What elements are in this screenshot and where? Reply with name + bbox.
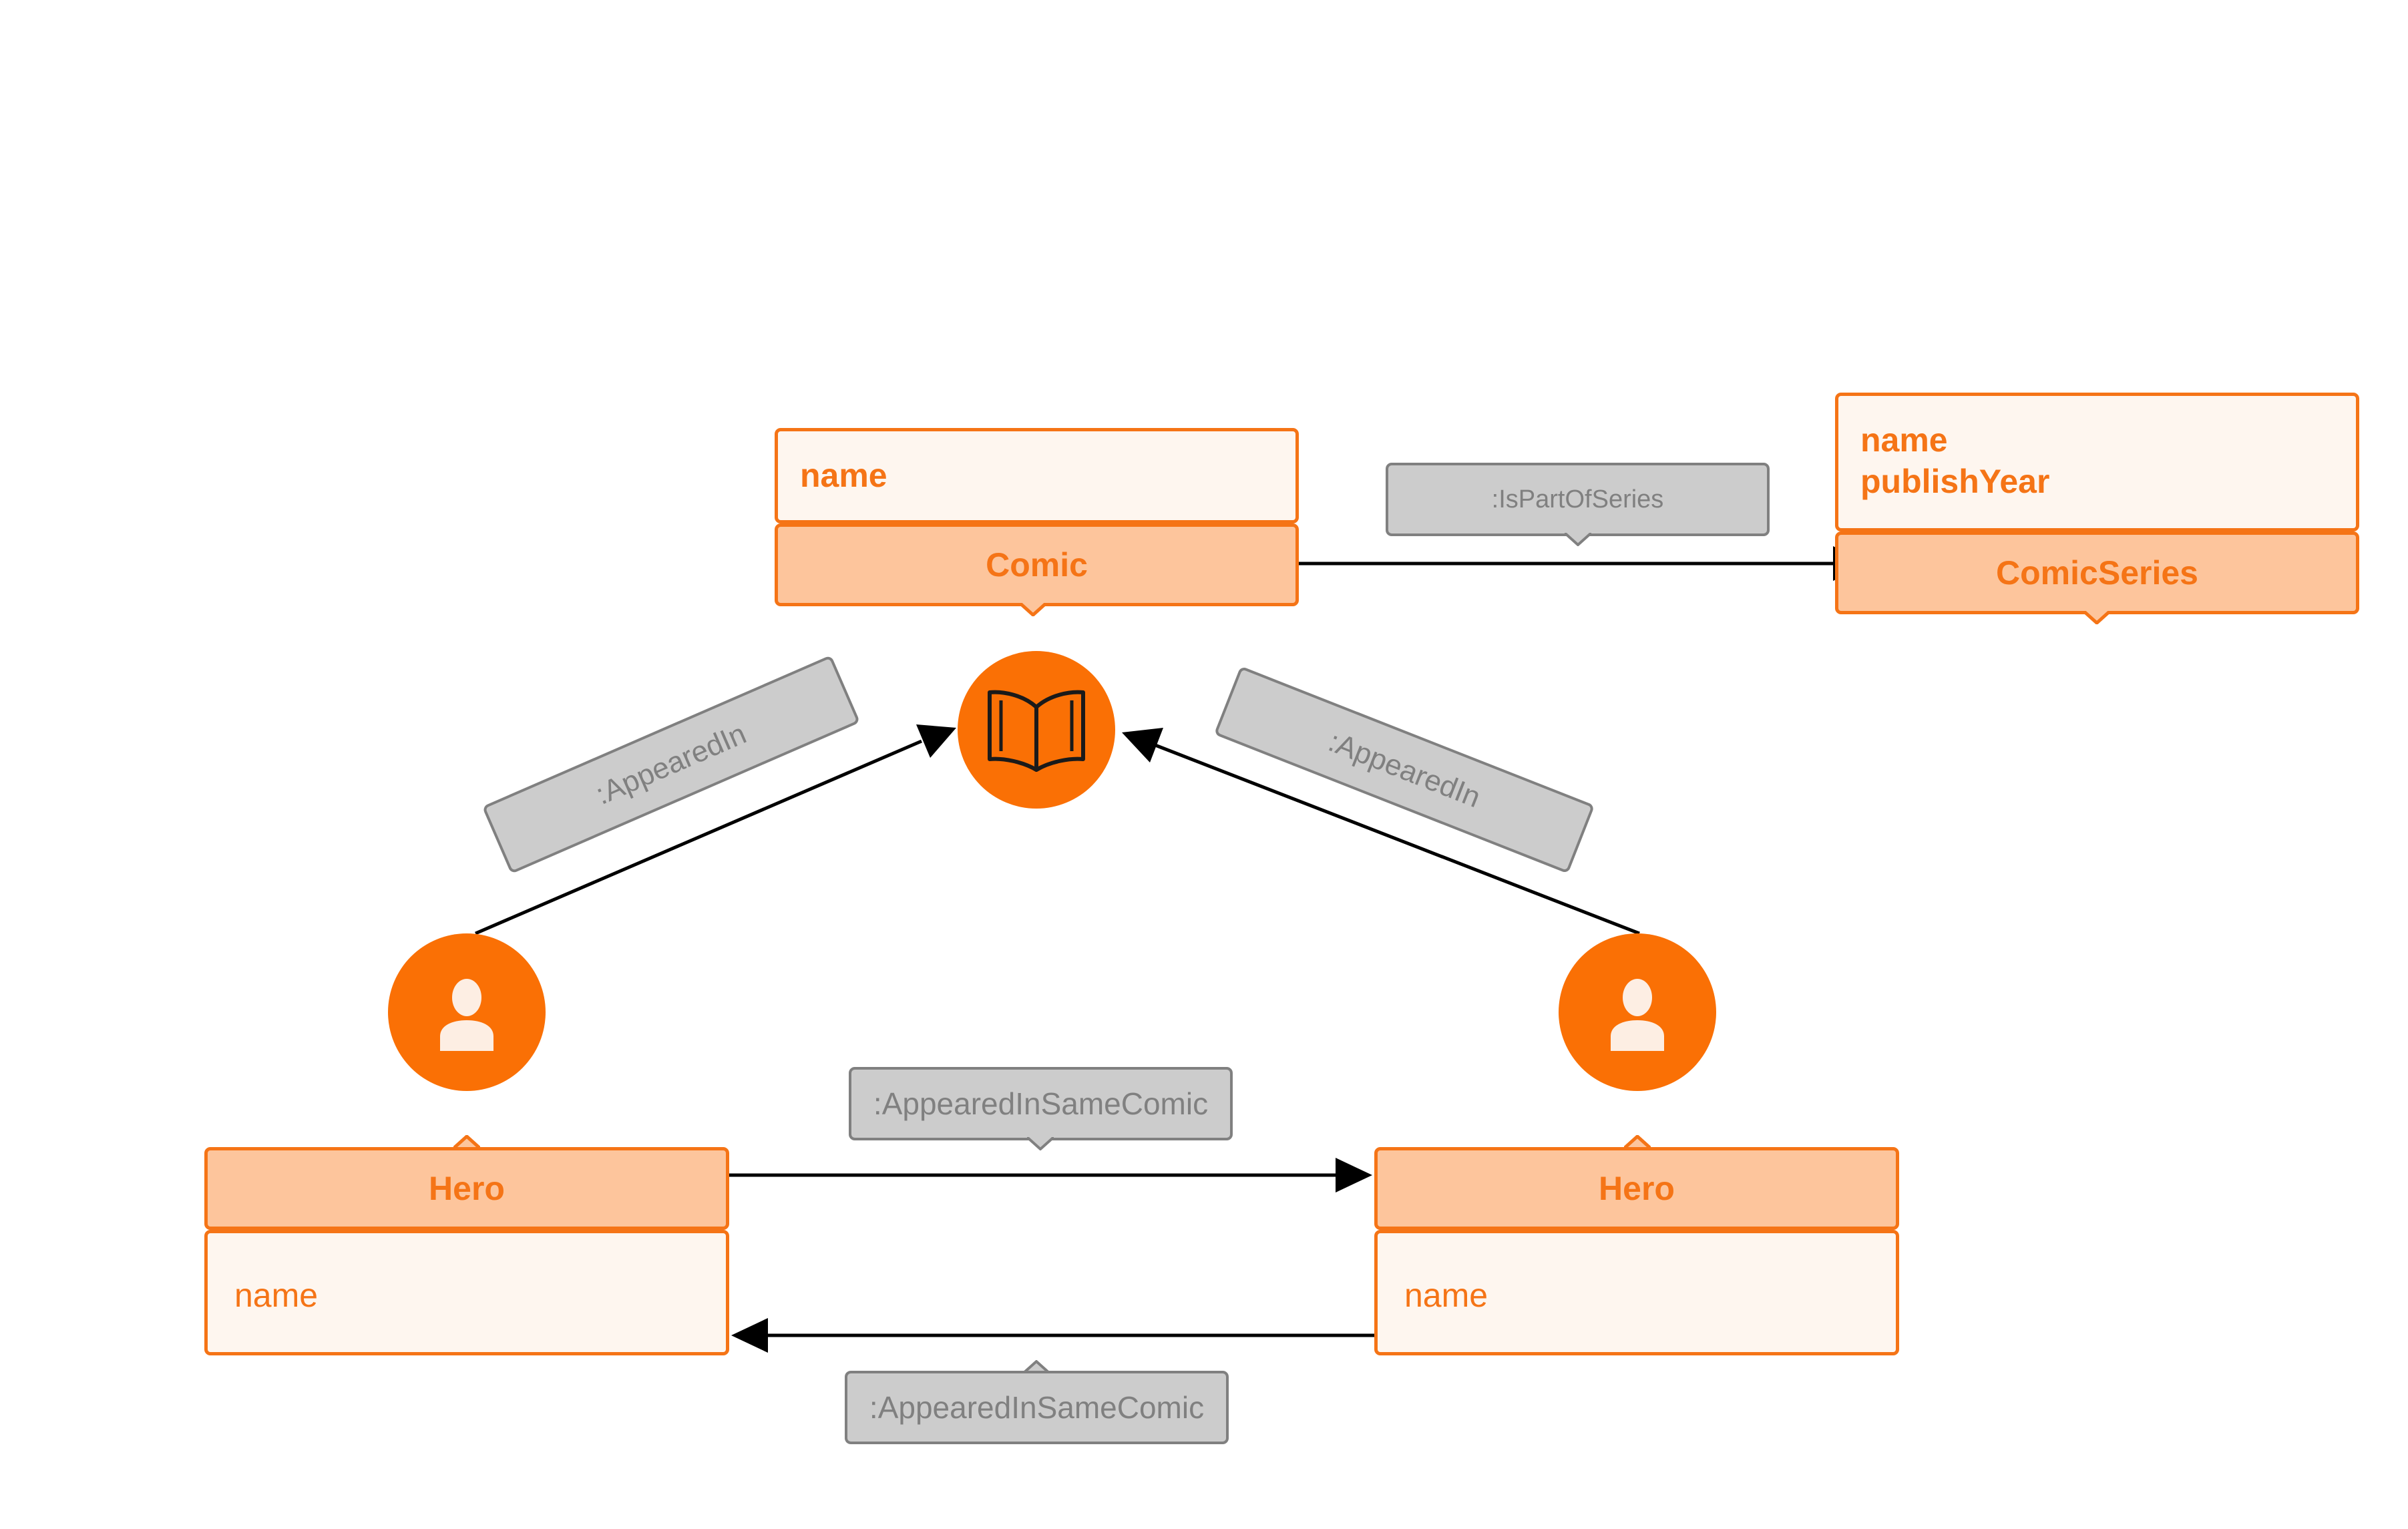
comic-series-property-name: name [1860,421,1948,459]
comic-series-property-publish-year: publishYear [1860,463,2050,500]
comic-property-name: name [800,457,887,494]
relationship-label-appeared-in-same-comic-top[interactable]: :AppearedInSameComic [849,1067,1233,1140]
relationship-label-is-part-of-series[interactable]: :IsPartOfSeries [1386,463,1770,536]
hero-right-label-pointer [1624,1135,1651,1148]
person-icon [440,979,493,1051]
edge-appeared-in-right [1122,728,1640,935]
comic-series-label: ComicSeries [1835,531,2359,614]
hero-right-property-name: name [1404,1277,1488,1314]
edge-appeared-in-same-comic-top [729,1158,1372,1192]
hero-left-property-name: name [234,1277,319,1314]
book-icon [988,690,1085,772]
edge-appeared-in-same-comic-bottom [731,1318,1374,1353]
hero-right-properties: name [1374,1230,1899,1355]
hero-left-label: Hero [204,1147,729,1230]
comic-series-properties: name publishYear [1835,393,2359,531]
comic-label-pointer [1020,603,1046,616]
comic-properties: name [775,428,1299,523]
hero-right-label: Hero [1374,1147,1899,1230]
comic-series-label-pointer [2083,611,2110,624]
edge-is-part-of-series [1299,546,1870,581]
comic-label: Comic [775,523,1299,606]
hero-right-node[interactable] [1559,933,1716,1091]
appeared-in-same-comic-bottom-label-pointer [1023,1360,1050,1373]
edge-appeared-in-left [475,724,956,935]
is-part-of-series-label-pointer [1565,533,1591,546]
appeared-in-same-comic-top-label-pointer [1027,1137,1054,1150]
hero-left-label-pointer [453,1135,480,1148]
hero-left-properties: name [204,1230,729,1355]
relationship-label-appeared-in-same-comic-bottom[interactable]: :AppearedInSameComic [845,1371,1229,1444]
person-icon [1611,979,1664,1051]
hero-left-node[interactable] [388,933,546,1091]
comic-node[interactable] [958,651,1115,809]
